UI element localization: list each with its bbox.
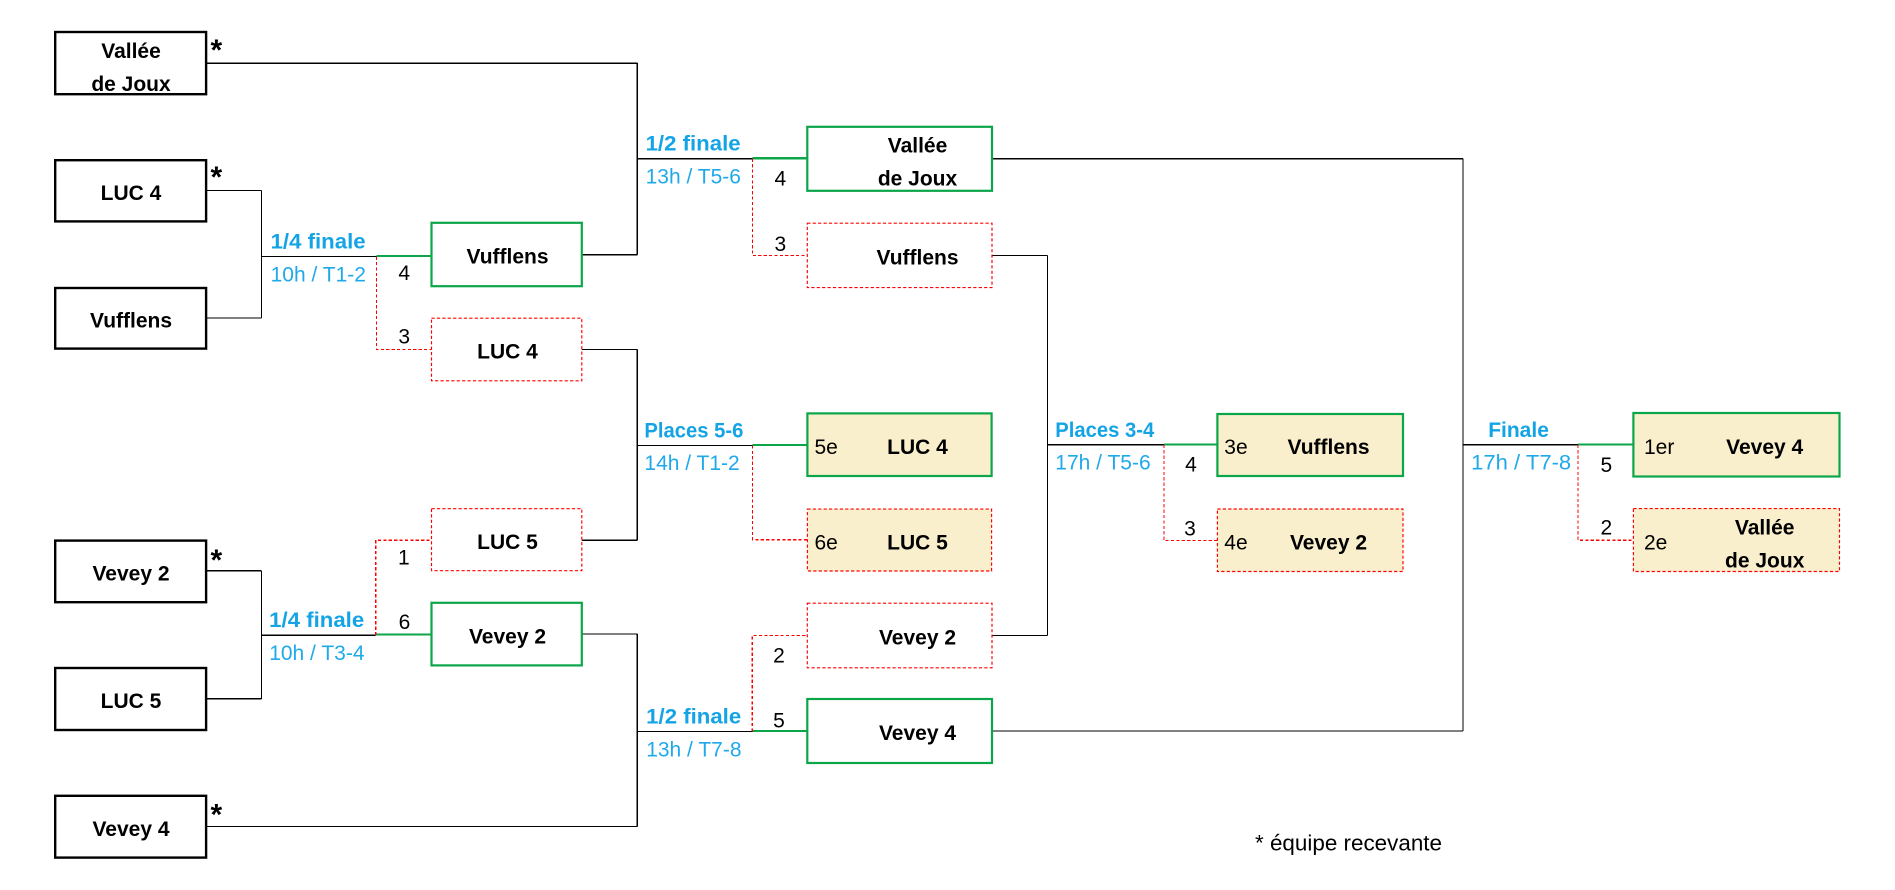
svg-text:10h / T3-4: 10h / T3-4 (269, 642, 365, 665)
svg-text:Vallée: Vallée (1735, 516, 1795, 539)
svg-text:de Joux: de Joux (1725, 549, 1805, 572)
svg-text:*: * (211, 34, 223, 67)
svg-text:14h / T1-2: 14h / T1-2 (644, 452, 739, 475)
svg-text:LUC 5: LUC 5 (477, 531, 538, 554)
svg-text:4e: 4e (1224, 531, 1247, 554)
svg-text:1: 1 (398, 547, 410, 570)
svg-text:13h / T5-6: 13h / T5-6 (646, 166, 741, 189)
svg-text:*: * (211, 799, 223, 832)
svg-text:Vufflens: Vufflens (466, 246, 548, 269)
svg-text:1/4 finale: 1/4 finale (269, 609, 364, 632)
svg-text:Vevey 4: Vevey 4 (879, 722, 956, 745)
svg-text:10h / T1-2: 10h / T1-2 (271, 263, 366, 286)
svg-text:*: * (211, 544, 223, 577)
svg-text:LUC 5: LUC 5 (887, 531, 948, 554)
svg-text:3e: 3e (1224, 436, 1247, 459)
svg-text:5e: 5e (815, 436, 838, 459)
svg-text:Vevey 2: Vevey 2 (879, 627, 956, 650)
svg-text:Vevey 4: Vevey 4 (1726, 436, 1803, 459)
svg-text:2e: 2e (1644, 531, 1667, 554)
svg-text:3: 3 (774, 233, 786, 256)
svg-text:5: 5 (773, 709, 785, 732)
svg-text:2: 2 (1600, 517, 1612, 540)
svg-text:LUC 5: LUC 5 (101, 690, 162, 713)
svg-text:Vevey 2: Vevey 2 (469, 625, 546, 648)
svg-text:Vevey 4: Vevey 4 (92, 818, 169, 841)
svg-text:2: 2 (773, 645, 785, 668)
svg-text:*: * (211, 161, 223, 194)
svg-text:5: 5 (1600, 454, 1612, 477)
svg-text:4: 4 (398, 262, 410, 285)
svg-text:LUC 4: LUC 4 (887, 436, 948, 459)
svg-text:Places 3-4: Places 3-4 (1055, 419, 1154, 442)
svg-text:1/2 finale: 1/2 finale (646, 133, 741, 156)
svg-text:17h / T7-8: 17h / T7-8 (1471, 452, 1571, 475)
svg-text:Vevey 2: Vevey 2 (1290, 531, 1367, 554)
svg-text:Vallée: Vallée (888, 135, 948, 158)
svg-text:LUC 4: LUC 4 (101, 182, 162, 205)
svg-text:LUC 4: LUC 4 (477, 341, 538, 364)
svg-text:1/2 finale: 1/2 finale (646, 706, 741, 729)
svg-text:3: 3 (1184, 517, 1196, 540)
svg-text:de Joux: de Joux (878, 168, 958, 191)
svg-text:Vallée: Vallée (101, 40, 161, 63)
svg-text:de Joux: de Joux (91, 73, 171, 96)
svg-text:Vufflens: Vufflens (876, 247, 958, 270)
svg-text:13h / T7-8: 13h / T7-8 (646, 738, 741, 761)
svg-text:Vufflens: Vufflens (90, 310, 172, 333)
svg-text:6e: 6e (815, 531, 838, 554)
svg-text:3: 3 (398, 326, 410, 349)
svg-text:4: 4 (1185, 454, 1197, 477)
svg-text:Vufflens: Vufflens (1287, 436, 1369, 459)
svg-text:1/4 finale: 1/4 finale (271, 231, 366, 254)
svg-text:6: 6 (399, 611, 411, 634)
svg-text:Vevey 2: Vevey 2 (92, 563, 169, 586)
svg-text:17h / T5-6: 17h / T5-6 (1055, 452, 1150, 475)
svg-text:Finale: Finale (1488, 419, 1549, 442)
svg-text:1er: 1er (1644, 436, 1674, 459)
svg-text:4: 4 (774, 167, 786, 190)
svg-text:* équipe recevante: * équipe recevante (1255, 831, 1442, 856)
svg-text:Places 5-6: Places 5-6 (644, 419, 743, 442)
